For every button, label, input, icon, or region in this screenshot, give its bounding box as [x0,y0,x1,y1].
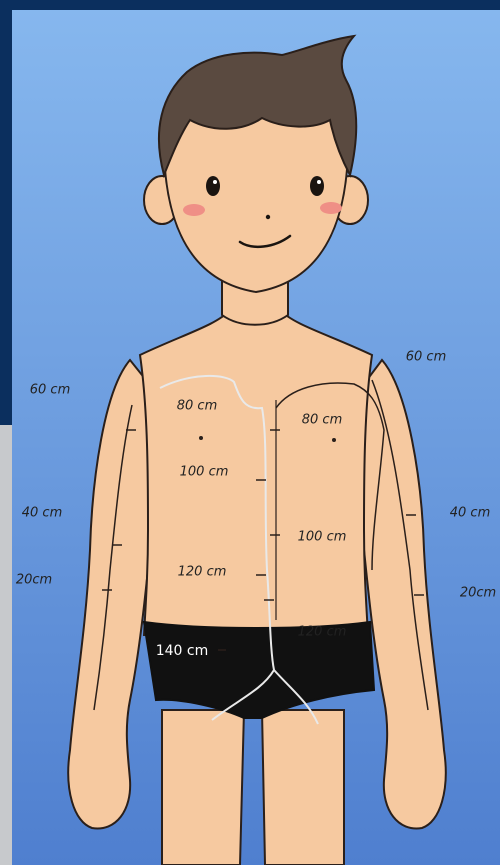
label-torso-right-100: 100 cm [298,530,347,545]
right-eye [310,176,324,196]
label-torso-left-100: 100 cm [180,465,229,480]
label-left-shoulder: 60 cm [30,383,71,398]
label-torso-left-120: 120 cm [178,565,227,580]
label-right-shoulder: 60 cm [406,350,447,365]
diagram-panel: 60 cm 60 cm 40 cm 40 cm 20cm 20cm 80 cm … [12,10,500,865]
left-gray-strip [0,425,12,865]
left-cheek [183,204,205,216]
left-nipple [199,436,203,440]
label-right-wrist: 20cm [460,586,496,601]
nose [266,215,270,219]
right-cheek [320,202,342,214]
label-right-elbow: 40 cm [450,506,491,521]
label-chest-left: 80 cm [177,399,218,414]
left-eye [206,176,220,196]
boy-illustration [12,10,500,865]
torso [140,310,372,635]
right-leg [262,710,344,865]
left-leg [162,710,244,865]
label-chest-right: 80 cm [302,413,343,428]
label-left-wrist: 20cm [16,573,52,588]
label-torso-right-120: 120 cm [298,625,347,640]
right-nipple [332,438,336,442]
label-groin: 140 cm [156,643,209,659]
label-left-elbow: 40 cm [22,506,63,521]
